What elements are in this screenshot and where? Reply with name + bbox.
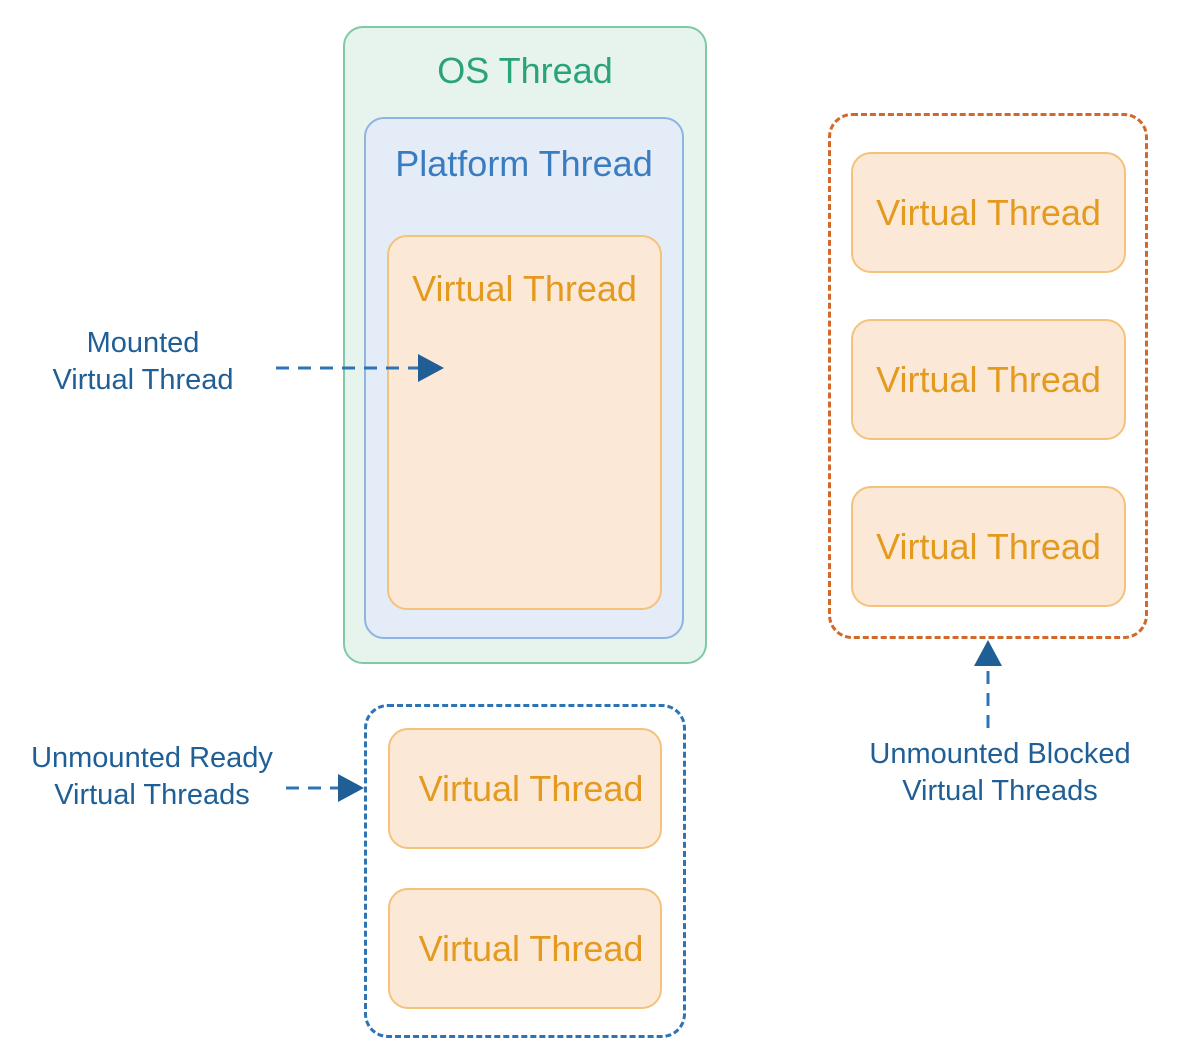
blocked-virtual-thread-box bbox=[851, 486, 1126, 607]
ready-arrow bbox=[286, 774, 364, 802]
mounted-arrow bbox=[276, 354, 444, 382]
ready-virtual-thread-label: Virtual Thread bbox=[418, 768, 644, 809]
mounted-label: Mounted Virtual Thread bbox=[30, 325, 256, 399]
blocked-virtual-thread-label: Virtual Thread bbox=[876, 192, 1101, 233]
mounted-label-line1: Mounted bbox=[86, 327, 200, 359]
blocked-label-line1: Unmounted Blocked bbox=[869, 738, 1131, 770]
blocked-arrow bbox=[974, 640, 1002, 728]
blocked-virtual-thread-box bbox=[851, 152, 1126, 273]
os-thread-title: OS Thread bbox=[437, 50, 613, 91]
ready-virtual-thread-label: Virtual Thread bbox=[418, 928, 644, 969]
mounted-virtual-thread-label: Virtual Thread bbox=[412, 268, 637, 309]
ready-label-line2: Virtual Threads bbox=[54, 779, 250, 811]
platform-thread-title: Platform Thread bbox=[395, 143, 653, 184]
unmounted-blocked-group bbox=[828, 113, 1148, 639]
blocked-label-line2: Virtual Threads bbox=[902, 775, 1098, 807]
unmounted-ready-group bbox=[364, 704, 686, 1038]
mounted-virtual-thread-box bbox=[387, 235, 662, 610]
blocked-virtual-thread-label: Virtual Thread bbox=[876, 526, 1101, 567]
ready-virtual-thread-box bbox=[388, 728, 662, 849]
mounted-label-line2: Virtual Thread bbox=[52, 364, 234, 396]
blocked-virtual-thread-label: Virtual Thread bbox=[876, 359, 1101, 400]
blocked-virtual-thread-box bbox=[851, 319, 1126, 440]
ready-label-line1: Unmounted Ready bbox=[31, 742, 273, 774]
ready-virtual-thread-box bbox=[388, 888, 662, 1009]
blocked-label: Unmounted Blocked Virtual Threads bbox=[850, 736, 1150, 810]
ready-label: Unmounted Ready Virtual Threads bbox=[18, 740, 286, 814]
